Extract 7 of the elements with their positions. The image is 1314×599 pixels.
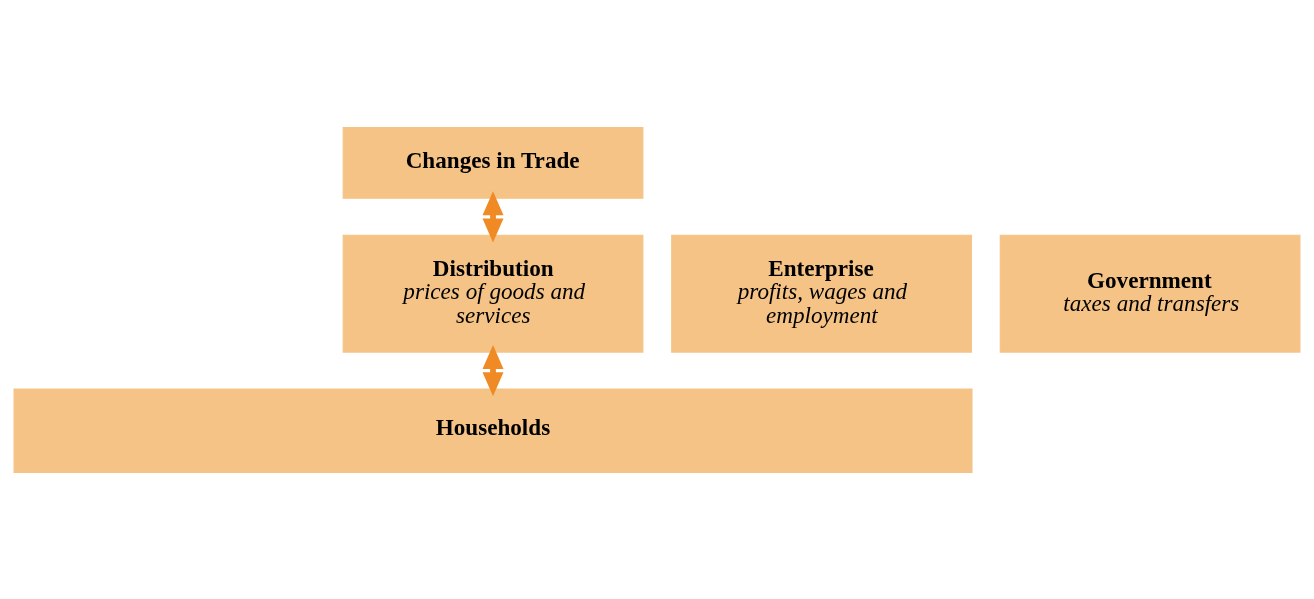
node-box: Changes in Trade — [342, 126, 644, 199]
arrow — [482, 190, 504, 242]
node-box: Distribution prices of goods and services — [342, 234, 644, 353]
node-box: Government taxes and transfers — [999, 234, 1301, 353]
node-box: Households — [13, 388, 973, 473]
node-box: Enterprise profits, wages and employment — [671, 234, 972, 353]
arrow — [482, 344, 504, 396]
